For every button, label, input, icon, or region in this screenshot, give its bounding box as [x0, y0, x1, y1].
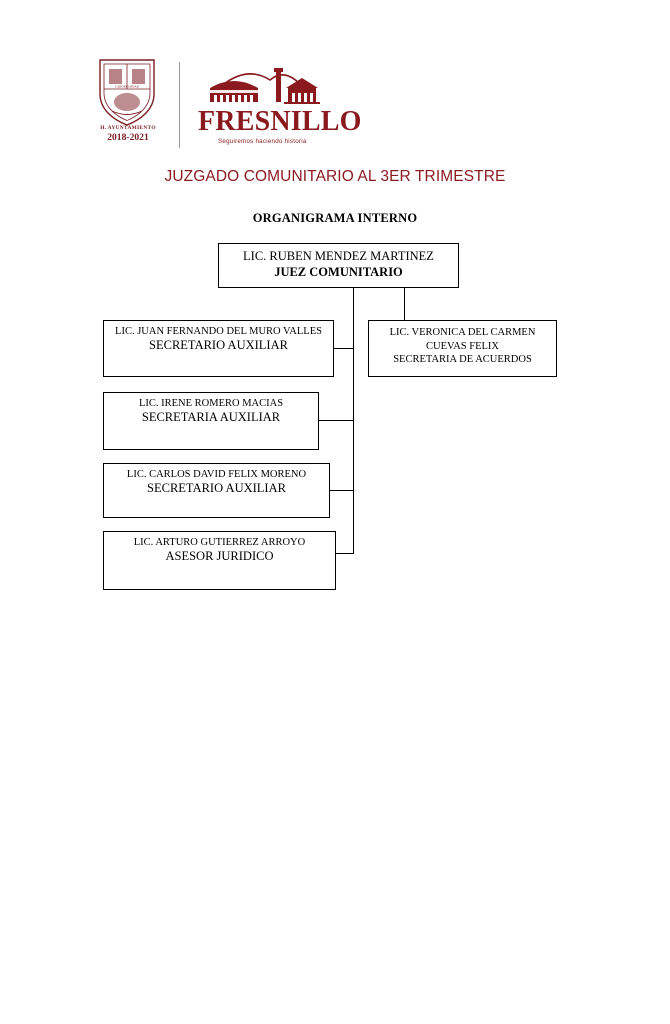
org-node-role: SECRETARIA AUXILIAR — [141, 410, 281, 425]
org-node-juez-comunitario: LIC. RUBEN MENDEZ MARTINEZ JUEZ COMUNITA… — [218, 243, 459, 288]
connector-to-secretaria-auxiliar — [319, 420, 354, 421]
org-node-juan-fernando-del-muro-valles: LIC. JUAN FERNANDO DEL MURO VALLES SECRE… — [103, 320, 334, 377]
fresnillo-logo: FRESNILLO Seguiremos haciendo historia — [196, 64, 361, 150]
logo-divider — [179, 62, 180, 148]
coat-of-arms-icon: LABORIOSIDAD H. AYUNTAMIENTO 2018-2021 — [96, 56, 158, 156]
org-node-secretaria-de-acuerdos: LIC. VERONICA DEL CARMEN CUEVAS FELIX SE… — [368, 320, 557, 377]
org-node-role: ASESOR JURIDICO — [165, 549, 274, 564]
connector-branch-right — [404, 288, 405, 320]
fresnillo-tagline: Seguiremos haciendo historia — [218, 138, 307, 145]
city-skyline-icon — [210, 68, 320, 104]
org-node-name-line1: LIC. VERONICA DEL CARMEN — [389, 327, 536, 338]
fresnillo-wordmark: FRESNILLO — [198, 108, 362, 136]
svg-text:LABORIOSIDAD: LABORIOSIDAD — [115, 85, 140, 89]
org-node-carlos-david-felix-moreno: LIC. CARLOS DAVID FELIX MORENO SECRETARI… — [103, 463, 330, 518]
connector-to-asesor-juridico — [336, 553, 354, 554]
org-node-name-line2: CUEVAS FELIX — [425, 340, 500, 352]
org-node-role: SECRETARIO AUXILIAR — [149, 338, 288, 353]
administration-years: 2018-2021 — [107, 131, 149, 143]
connector-to-secretario-auxiliar-2 — [330, 490, 354, 491]
org-node-name: LIC. CARLOS DAVID FELIX MORENO — [126, 469, 307, 480]
org-node-role: JUEZ COMUNITARIO — [274, 264, 403, 279]
org-node-role: SECRETARIA DE ACUERDOS — [393, 354, 532, 366]
org-node-role: SECRETARIO AUXILIAR — [147, 481, 286, 496]
administration-caption: H. AYUNTAMIENTO 2018-2021 — [92, 125, 164, 143]
org-node-name: LIC. RUBEN MENDEZ MARTINEZ — [243, 249, 434, 263]
org-node-arturo-gutierrez-arroyo: LIC. ARTURO GUTIERREZ ARROYO ASESOR JURI… — [103, 531, 336, 590]
org-node-irene-romero-macias: LIC. IRENE ROMERO MACIAS SECRETARIA AUXI… — [103, 392, 319, 450]
page-subtitle: ORGANIGRAMA INTERNO — [252, 211, 418, 225]
org-node-name: LIC. IRENE ROMERO MACIAS — [138, 398, 284, 409]
org-node-name: LIC. ARTURO GUTIERREZ ARROYO — [133, 537, 306, 548]
administration-label: H. AYUNTAMIENTO — [100, 125, 156, 131]
page-title: JUZGADO COMUNITARIO AL 3ER TRIMESTRE — [164, 168, 506, 185]
document-header: LABORIOSIDAD H. AYUNTAMIENTO 2018-2021 — [96, 56, 361, 156]
connector-to-secretario-auxiliar-1 — [334, 348, 354, 349]
connector-trunk-left — [353, 288, 354, 554]
fresnillo-wordmark-text: FRESNILLO — [198, 106, 362, 137]
org-node-name: LIC. JUAN FERNANDO DEL MURO VALLES — [115, 326, 322, 337]
